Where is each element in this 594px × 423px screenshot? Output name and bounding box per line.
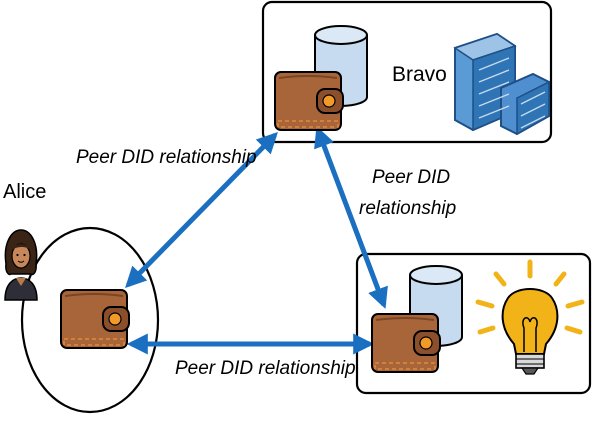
alice-wallet-icon	[60, 289, 130, 349]
third-wallet-icon	[371, 313, 441, 373]
edge-bravo-third-arrow	[314, 126, 388, 309]
edge-label-bravo-third-line1: Peer DID	[372, 167, 451, 188]
lightbulb-icon	[475, 259, 585, 375]
edge-alice-bravo-arrow	[125, 132, 278, 288]
bravo-name-label: Bravo	[392, 63, 447, 86]
edge-label-bravo-third-line2: relationship	[359, 198, 457, 219]
alice-name-label: Alice	[3, 181, 47, 203]
edge-label-alice-bravo: Peer DID relationship	[76, 147, 257, 168]
building-icon	[453, 32, 550, 136]
edge-label-alice-third: Peer DID relationship	[175, 358, 356, 379]
bravo-wallet-icon	[274, 71, 344, 131]
person-avatar-icon	[4, 229, 38, 301]
